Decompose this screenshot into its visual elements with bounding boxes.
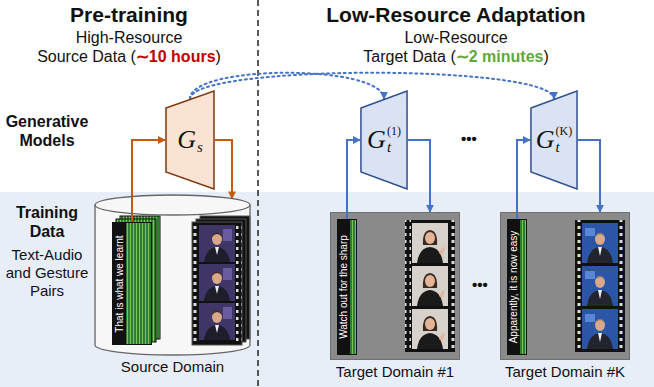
heading-text: Pre-training xyxy=(70,3,188,26)
domain-label: Source Domain xyxy=(121,358,224,375)
superscript-slot: (1) xyxy=(387,125,401,138)
transcript-text: Watch out for the sharp xyxy=(339,235,349,339)
label-text: Low-Resource xyxy=(404,29,507,46)
label-text: ∼2 minutes xyxy=(456,48,544,65)
label-line: Low-Resource xyxy=(258,28,654,47)
domain-label: Target Domain #K xyxy=(505,363,625,380)
label-text: ∼10 hours xyxy=(136,48,216,65)
label-line: Generative Models xyxy=(2,112,92,150)
cylinder-body xyxy=(95,195,250,355)
generator-trapezoid: G(K)t xyxy=(530,90,578,190)
domain-label: Target Domain #1 xyxy=(336,363,454,380)
subscript: t xyxy=(556,139,560,155)
transcript-strip: That is what we learnt xyxy=(113,223,126,344)
symbol-letter: G xyxy=(536,127,555,153)
generator-trapezoid: Gs xyxy=(165,90,215,190)
transfer-arrow xyxy=(190,73,384,99)
cylinder-rim xyxy=(95,205,250,215)
label-text: Target Data ( xyxy=(363,48,455,65)
transcript-text: That is what we learnt xyxy=(115,235,125,332)
label-line: Pre-training xyxy=(0,2,258,27)
heading-text: Low-Resource Adaptation xyxy=(326,3,585,26)
symbol-letter: G xyxy=(367,127,386,153)
flow-arrow xyxy=(578,140,600,212)
flow-arrow xyxy=(408,140,430,212)
heading-text: ••• xyxy=(472,276,488,293)
label-line: Source Data (∼10 hours) xyxy=(0,47,258,66)
flow-arrow xyxy=(347,140,360,219)
subscript-slot: t xyxy=(556,140,573,155)
model-symbol: Gs xyxy=(177,125,203,155)
symbol-letter: G xyxy=(177,127,196,153)
trapezoid-shape xyxy=(166,91,214,189)
label-text: ) xyxy=(216,48,221,65)
audio-spectrogram: Apparently, it is now easy xyxy=(507,219,527,355)
superscript: (K) xyxy=(556,124,573,138)
trapezoid-shape xyxy=(531,91,577,189)
flow-arrow xyxy=(517,140,530,219)
subscript-slot: s xyxy=(197,140,203,155)
transcript-strip: Watch out for the sharp xyxy=(338,220,350,354)
subscript: t xyxy=(387,139,391,155)
model-symbol: G(K)t xyxy=(536,125,572,155)
audio-spectrogram: Watch out for the sharp xyxy=(337,219,357,355)
dataset-cylinder: Source DomainThat is what we learnt xyxy=(95,195,250,355)
label-line: High-Resource xyxy=(0,28,258,47)
heading-text: Generative Models xyxy=(6,113,93,149)
flow-arrow xyxy=(215,140,232,199)
domain-panel: Target Domain #KApparently, it is now ea… xyxy=(500,212,630,360)
label-line: Low-Resource Adaptation xyxy=(258,2,654,27)
domain-panel: Target Domain #1Watch out for the sharp xyxy=(330,212,460,360)
label-line: ••• xyxy=(460,276,500,294)
label-text: Source Data ( xyxy=(37,48,136,65)
superscript-slot xyxy=(197,125,203,138)
transcript-strip: Apparently, it is now easy xyxy=(508,220,520,354)
label-line: ••• xyxy=(444,130,494,148)
subscript-slot: t xyxy=(387,140,401,155)
label-line: Text-Audio and Gesture Pairs xyxy=(2,246,92,300)
label-text: ) xyxy=(543,48,548,65)
label-line: Target Data (∼2 minutes) xyxy=(258,47,654,66)
label-text: Text-Audio and Gesture Pairs xyxy=(6,246,93,299)
heading-text: Training Data xyxy=(16,204,83,240)
trapezoid-shape xyxy=(361,91,407,189)
model-symbol: G(1)t xyxy=(367,125,401,155)
symbol-scripts: (K)t xyxy=(556,125,573,155)
transfer-arrow xyxy=(190,73,554,99)
superscript: (1) xyxy=(387,124,401,138)
flow-arrow xyxy=(132,140,165,222)
transcript-text: Apparently, it is now easy xyxy=(509,231,519,344)
audio-spectrogram: That is what we learnt xyxy=(112,222,152,345)
symbol-scripts: s xyxy=(197,125,203,155)
label-line: Training Data xyxy=(2,203,92,241)
subscript: s xyxy=(197,139,203,155)
heading-text: ••• xyxy=(461,130,477,147)
symbol-scripts: (1)t xyxy=(387,125,401,155)
superscript-slot: (K) xyxy=(556,125,573,138)
generator-trapezoid: G(1)t xyxy=(360,90,408,190)
label-text: High-Resource xyxy=(76,29,183,46)
